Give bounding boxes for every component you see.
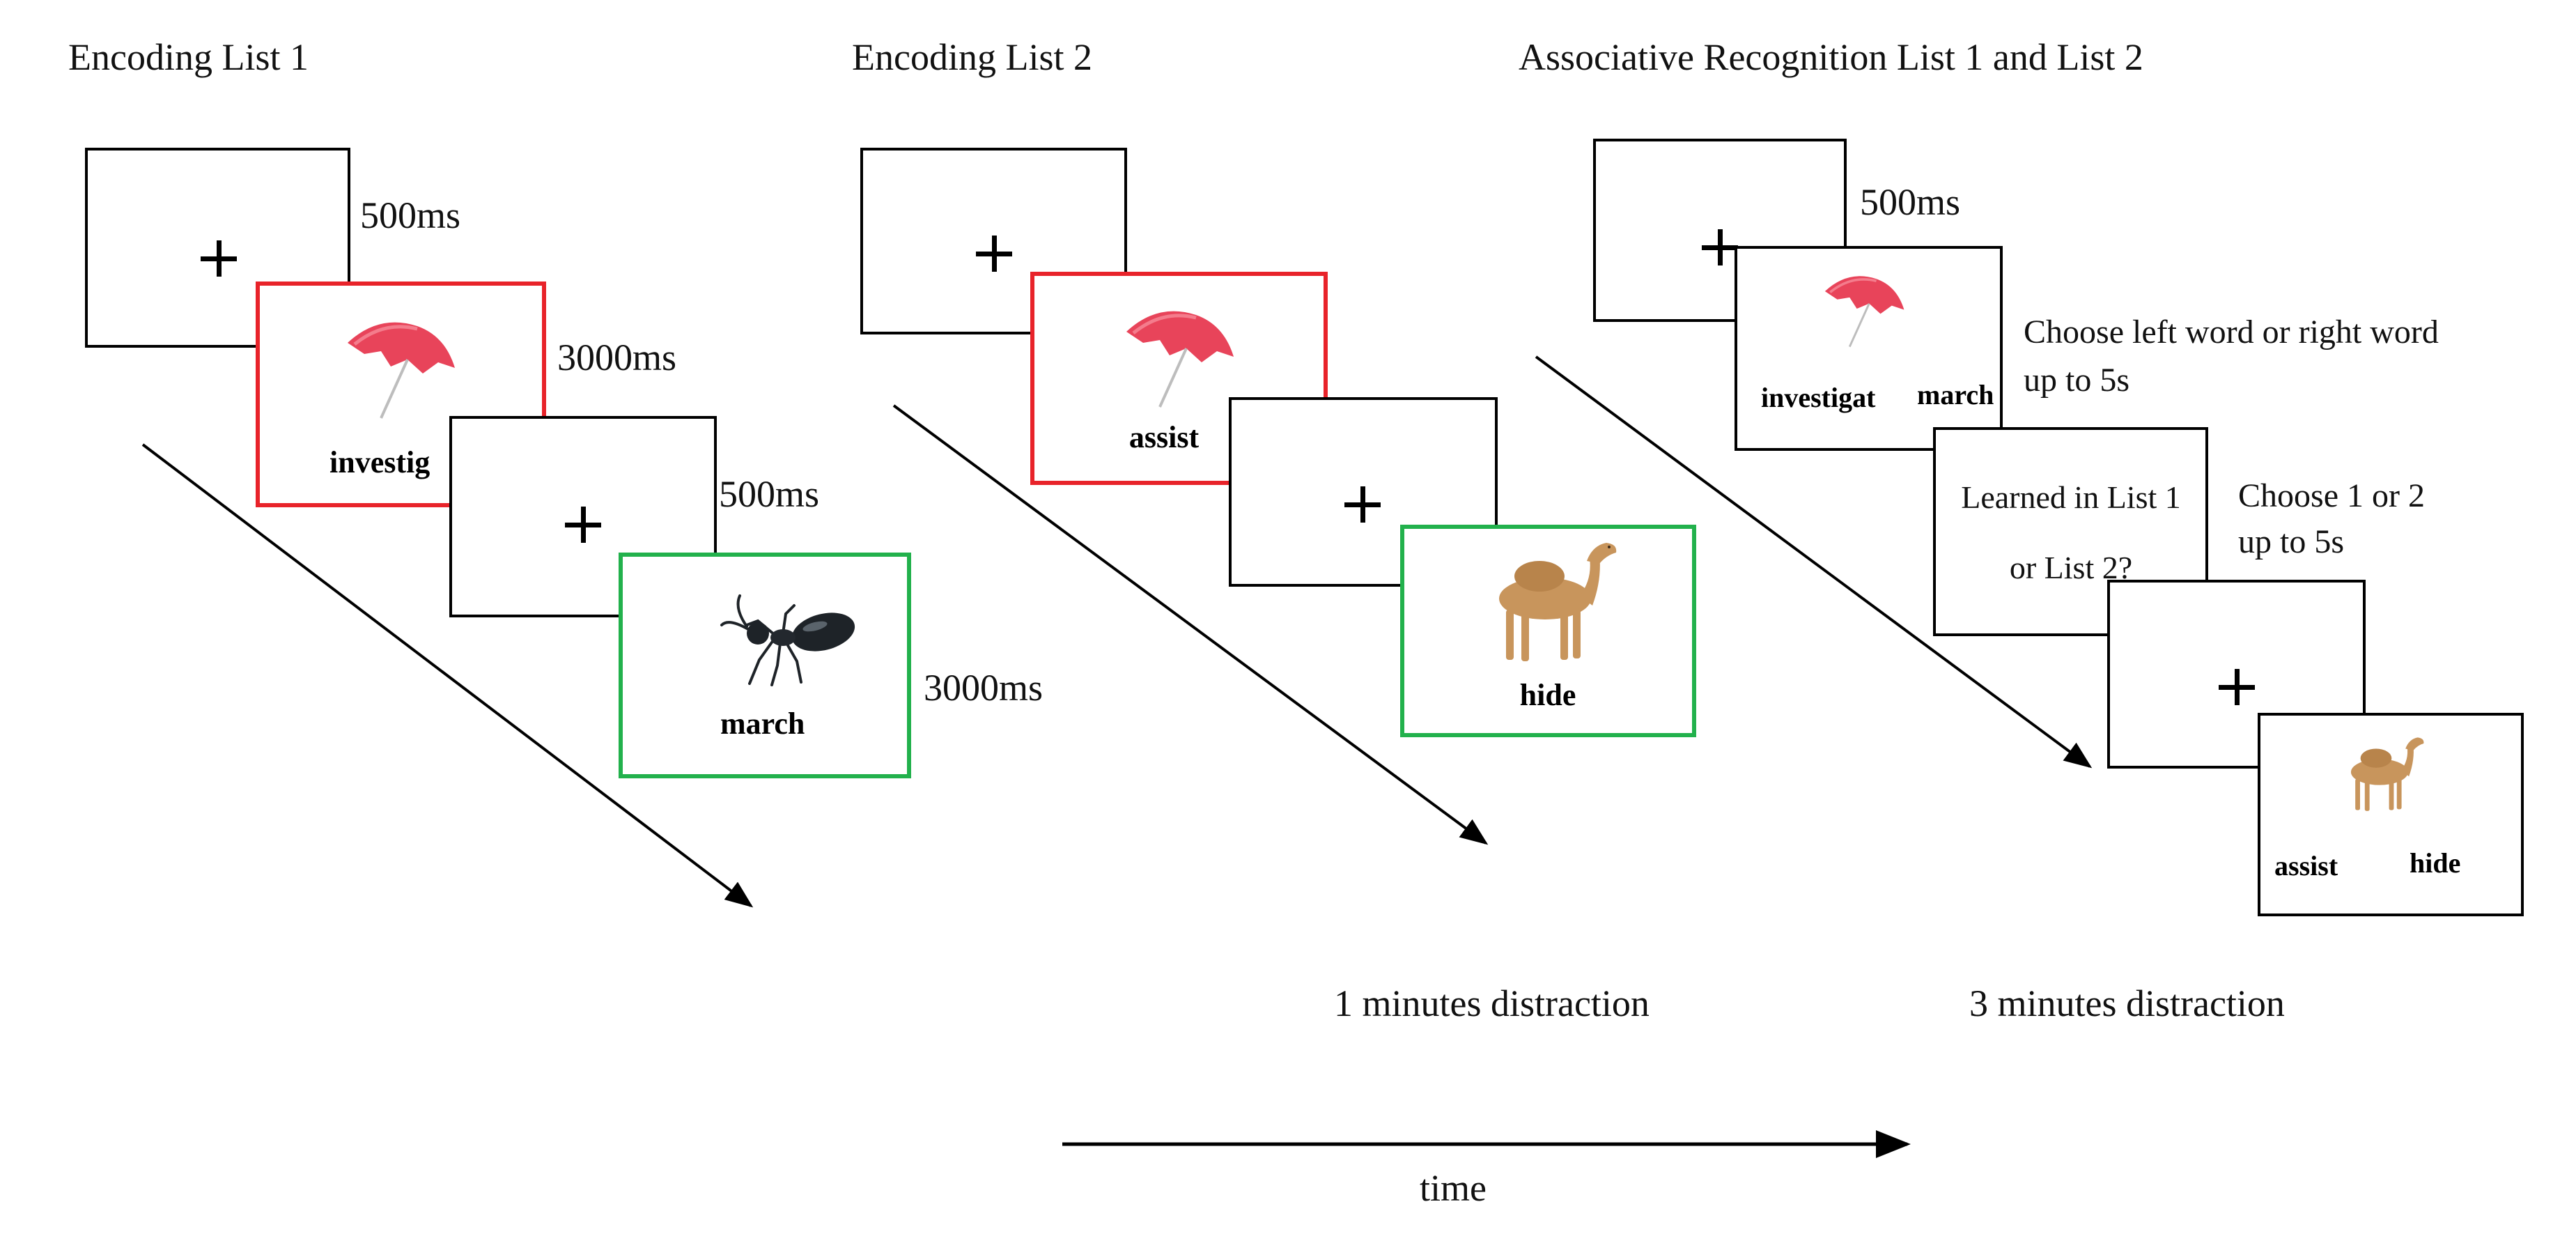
fixation-cross-icon: [1344, 486, 1381, 523]
rec-test-screen-2: assist hide: [2258, 713, 2524, 916]
encoding-2-sequence-arrow: [892, 404, 1489, 845]
umbrella-icon: [348, 322, 455, 419]
recognition-title: Associative Recognition List 1 and List …: [1519, 36, 2143, 78]
enc1-study-word-1: investig: [329, 445, 430, 479]
enc2-study-word-1: assist: [1128, 420, 1200, 454]
fixation-cross-icon: [976, 236, 1012, 272]
rec-source-question-line-2: or List 2?: [2009, 550, 2133, 585]
enc1-fixation-2-duration: 500ms: [719, 473, 820, 515]
rec-test-screen-1: investigat march: [1735, 246, 2003, 451]
rec-test-2-left-word: assist: [2274, 850, 2338, 881]
camel-icon: [1499, 543, 1617, 661]
fixation-cross-icon: [1702, 229, 1738, 265]
rec-source-instruction-line-2: up to 5s: [2238, 523, 2345, 560]
fixation-cross-icon: [565, 507, 601, 543]
distraction-1-label: 1 minutes distraction: [1334, 982, 1650, 1024]
ant-icon: [720, 594, 855, 686]
enc1-study-screen-1: investig: [256, 282, 546, 507]
encoding-1-sequence-arrow: [141, 443, 754, 908]
rec-test-1-instruction-line-1: Choose left word or right word: [2024, 314, 2439, 350]
enc1-study-screen-2: march: [619, 553, 911, 778]
rec-test-1-left-word: investigat: [1761, 382, 1876, 413]
enc1-study-1-duration: 3000ms: [557, 337, 677, 378]
enc2-study-screen-2: hide: [1400, 525, 1696, 737]
umbrella-icon: [1824, 276, 1904, 348]
rec-fixation-duration: 500ms: [1860, 181, 1961, 223]
enc1-fixation-duration: 500ms: [360, 194, 461, 236]
rec-test-2-right-word: hide: [2410, 847, 2461, 879]
rec-source-instruction-line-1: Choose 1 or 2: [2238, 477, 2425, 514]
enc1-study-word-2: march: [720, 707, 805, 741]
distraction-2-label: 3 minutes distraction: [1969, 982, 2285, 1024]
camel-icon: [2350, 737, 2424, 811]
enc1-study-2-duration: 3000ms: [924, 667, 1043, 709]
rec-source-question-line-1: Learned in List 1: [1961, 479, 2181, 515]
enc2-study-screen-1: assist: [1030, 272, 1328, 485]
fixation-cross-icon: [2219, 669, 2255, 705]
enc2-study-word-2: hide: [1519, 678, 1576, 712]
rec-test-1-instruction-line-2: up to 5s: [2024, 362, 2130, 399]
recognition-sequence-arrow: [1535, 355, 2093, 769]
encoding-list-1-title: Encoding List 1: [68, 36, 309, 78]
fixation-cross-icon: [201, 240, 237, 277]
umbrella-icon: [1126, 311, 1234, 408]
encoding-list-2-title: Encoding List 2: [852, 36, 1092, 78]
time-axis-label: time: [1420, 1167, 1487, 1209]
rec-test-1-right-word: march: [1917, 379, 1994, 410]
